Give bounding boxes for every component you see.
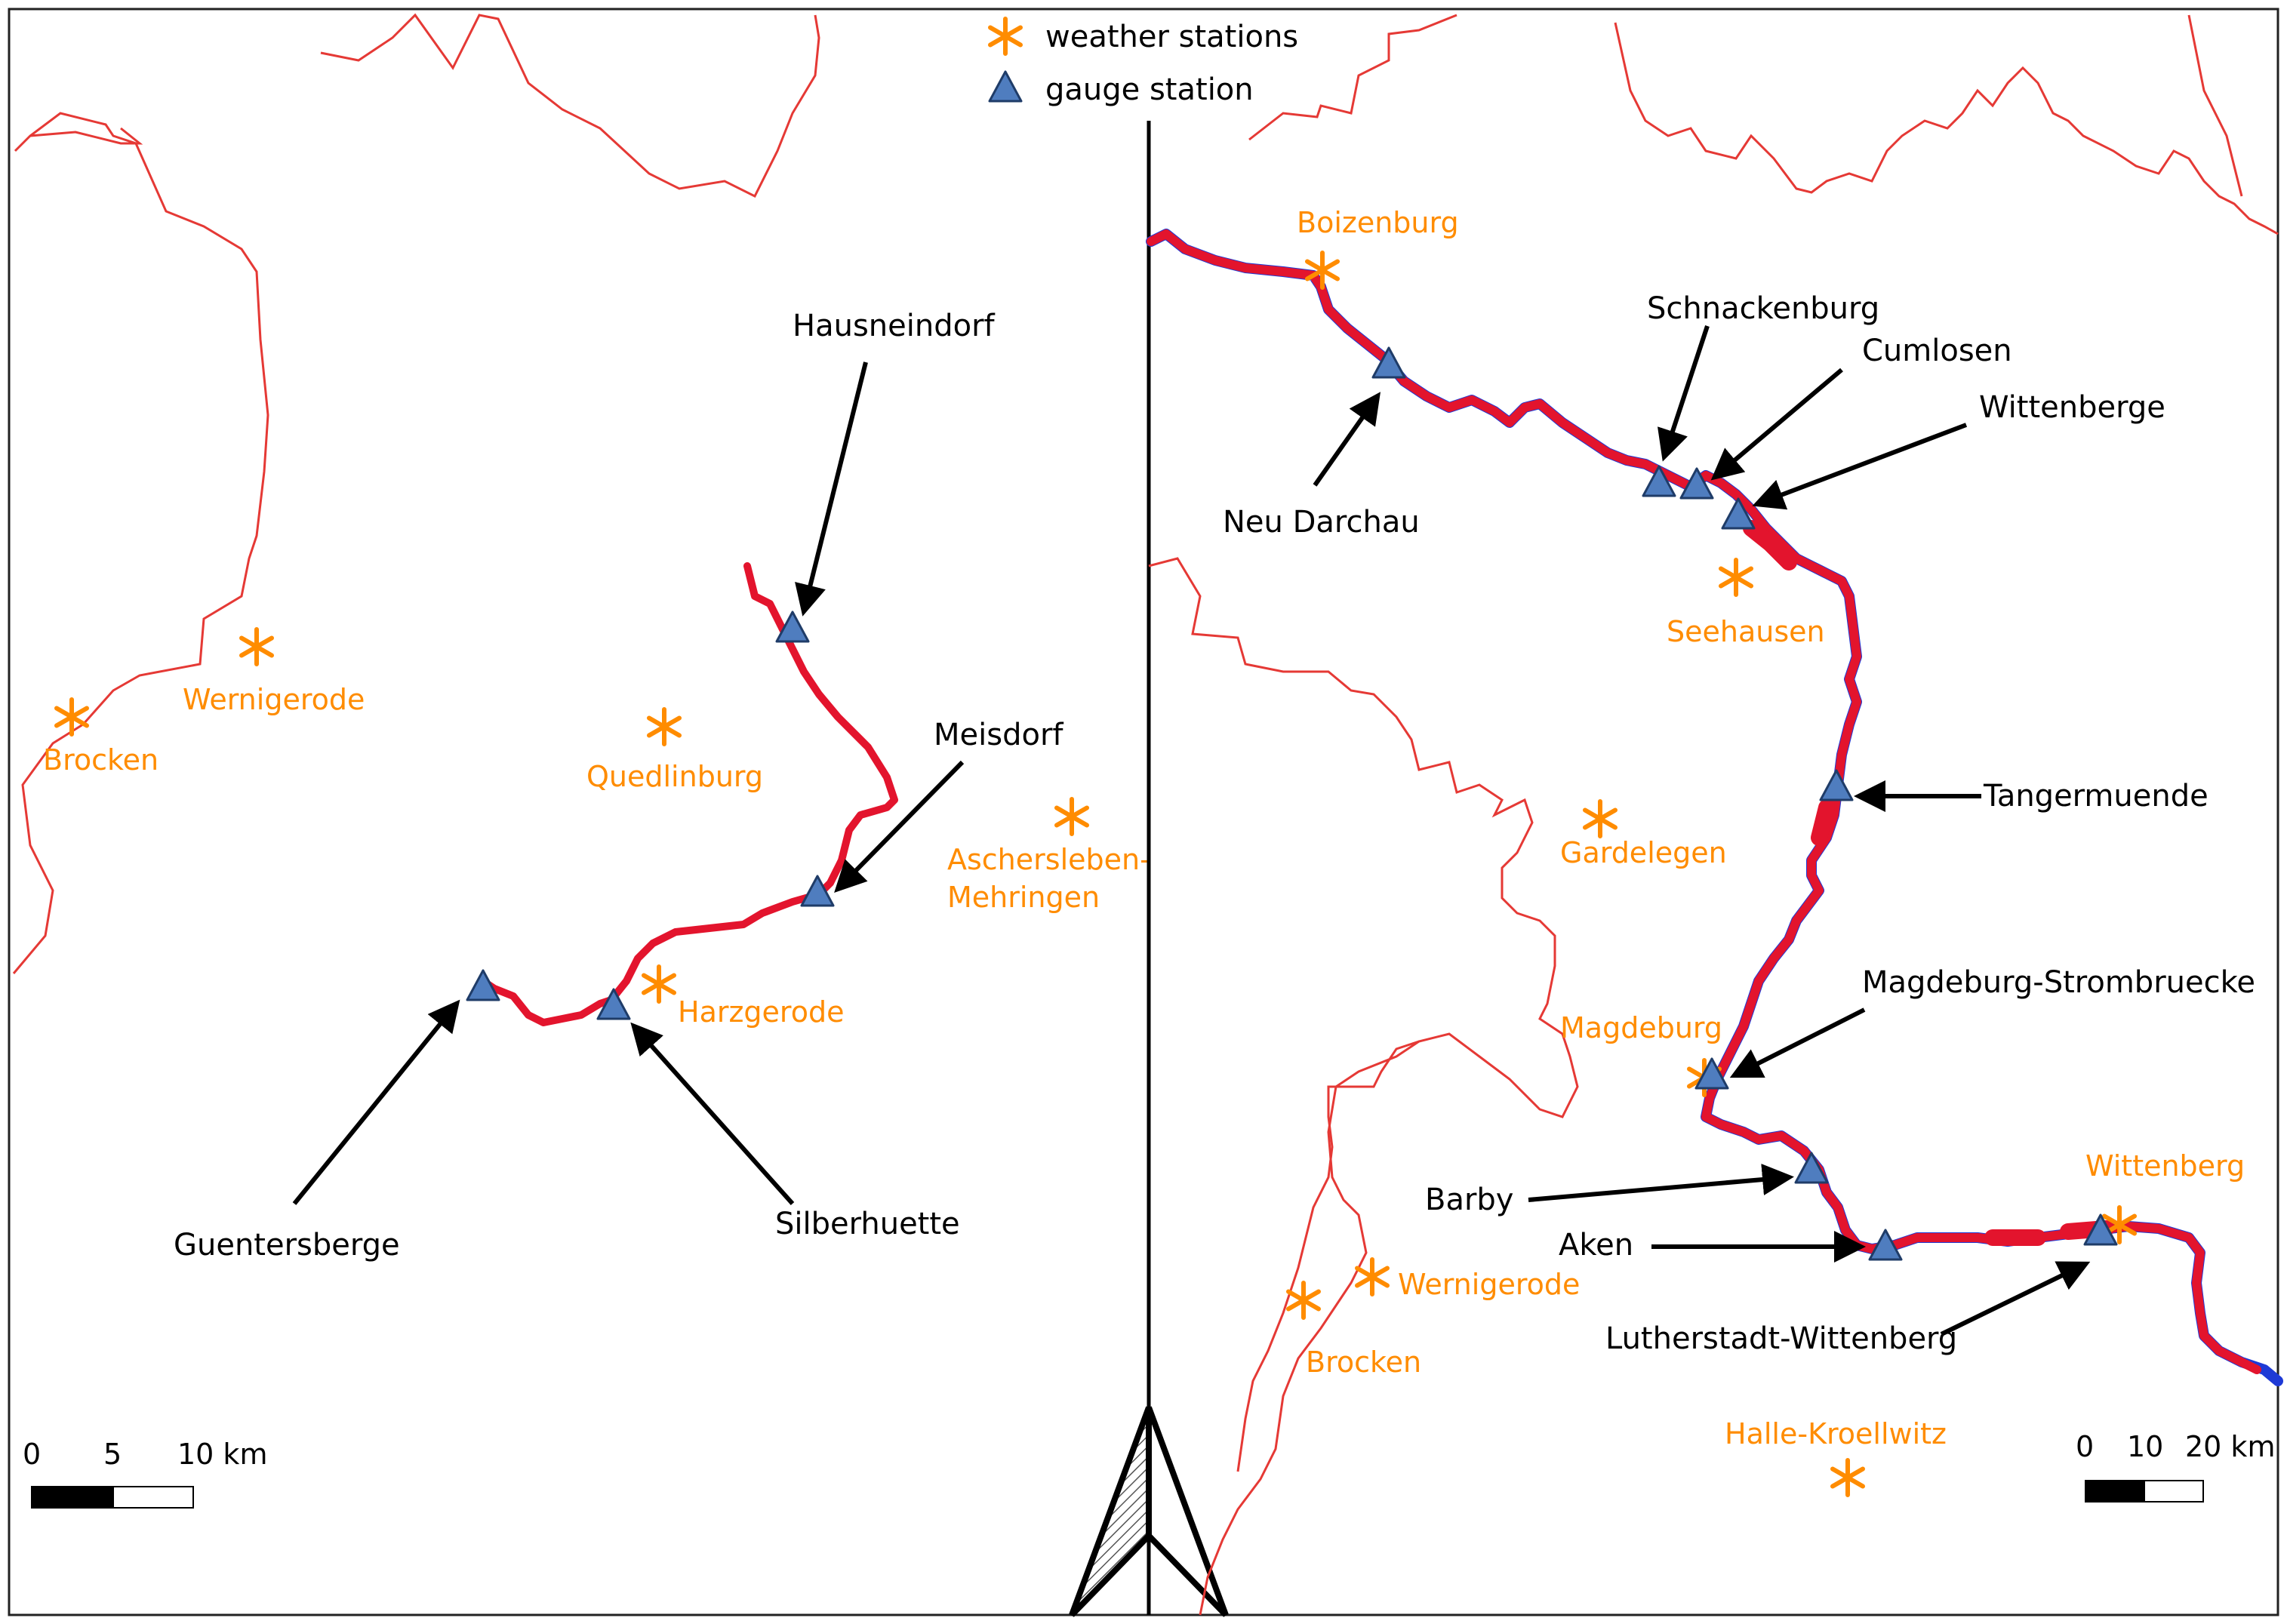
scale-tick-0: 0 — [23, 1438, 41, 1471]
gauge-label-lutherstadt-wittenberg: Lutherstadt-Wittenberg — [1605, 1321, 1957, 1356]
river-selke — [479, 562, 898, 1026]
gauge-label-schnackenburg: Schnackenburg — [1647, 291, 1879, 326]
weather-station — [1833, 1460, 1863, 1495]
station-label-wittenberg: Wittenberg — [2085, 1149, 2245, 1183]
station-label-seehausen: Seehausen — [1667, 615, 1825, 648]
gauge-label-tangermuende: Tangermuende — [1983, 779, 2209, 814]
gauge-label-aken: Aken — [1559, 1228, 1633, 1263]
north-arrow-icon — [1069, 1406, 1229, 1617]
weather-station — [57, 700, 87, 734]
gauge-label-wittenberge: Wittenberge — [1979, 390, 2165, 425]
legend-gauge-label: gauge station — [1045, 72, 1254, 107]
legend-weather-symbol — [990, 19, 1020, 54]
scale-tick-0: 0 — [2076, 1430, 2094, 1463]
callout-arrow — [1940, 1261, 2091, 1336]
scale-tick-5: 5 — [103, 1438, 122, 1471]
scale-tick-10: 10 km — [177, 1438, 267, 1471]
station-label-boizenburg: Boizenburg — [1297, 206, 1459, 239]
legend: weather stations gauge station — [990, 19, 1298, 107]
station-label-quedlinburg: Quedlinburg — [586, 760, 763, 793]
weather-station — [1357, 1260, 1387, 1294]
weather-station — [1057, 799, 1087, 834]
callout-arrow — [1658, 325, 1710, 462]
legend-weather-label: weather stations — [1045, 20, 1298, 54]
station-label-aschersleben: Aschersleben- — [947, 843, 1150, 876]
callout-arrow — [630, 1022, 795, 1205]
admin-border — [320, 13, 820, 198]
map-frame — [8, 8, 2279, 1616]
callout-arrow — [1710, 368, 1843, 481]
gauge-label-neu-darchau: Neu Darchau — [1223, 505, 1420, 540]
admin-border — [1236, 1040, 1420, 1472]
station-label-harzgerode: Harzgerode — [678, 995, 844, 1029]
station-label-mehringen: Mehringen — [947, 881, 1100, 914]
admin-border — [1248, 14, 2279, 235]
gauge-label-magdeburg-strombruecke: Magdeburg-Strombruecke — [1862, 965, 2255, 1000]
weather-station — [1585, 801, 1615, 836]
weather-station — [1721, 560, 1751, 595]
callout-arrow — [292, 999, 460, 1205]
callout-arrow — [834, 760, 965, 893]
legend-gauge-symbol — [988, 70, 1023, 103]
callout-arrow — [795, 361, 868, 617]
station-label-halle-kroellwitz: Halle-Kroellwitz — [1725, 1417, 1947, 1450]
callout-arrow — [1752, 423, 1968, 510]
station-label-wernigerode: Wernigerode — [183, 683, 365, 716]
admin-border — [12, 112, 269, 974]
gauge-station — [1819, 769, 1854, 801]
gauge-label-hausneindorf: Hausneindorf — [793, 309, 996, 343]
admin-border — [29, 127, 143, 145]
scale-tick-20: 20 km — [2185, 1430, 2275, 1463]
scale-bar: 0 5 10 km — [23, 1438, 267, 1509]
gauge-label-guentersberge: Guentersberge — [174, 1228, 400, 1263]
scale-bar: 0 10 20 km — [2076, 1430, 2275, 1503]
gauge-label-silberhuette: Silberhuette — [775, 1207, 960, 1241]
station-label-wernigerode-r: Wernigerode — [1398, 1268, 1580, 1301]
weather-station — [1288, 1283, 1319, 1318]
gauge-label-barby: Barby — [1425, 1183, 1513, 1217]
station-label-gardelegen: Gardelegen — [1560, 836, 1727, 869]
weather-station — [649, 709, 679, 744]
callout-arrow — [1528, 1164, 1794, 1202]
weather-station — [644, 967, 674, 1001]
callout-arrow — [1729, 1007, 1866, 1078]
station-label-brocken: Brocken — [43, 743, 159, 777]
callout-arrow — [1313, 392, 1381, 487]
admin-border — [1148, 557, 1579, 1616]
scale-tick-10: 10 — [2127, 1430, 2163, 1463]
station-label-brocken-r: Brocken — [1306, 1346, 1421, 1379]
left-panel: Brocken Wernigerode Quedlinburg Aschersl… — [12, 13, 1150, 1509]
gauge-label-cumlosen: Cumlosen — [1862, 334, 2012, 368]
gauge-label-meisdorf: Meisdorf — [934, 718, 1063, 752]
right-panel: Boizenburg Seehausen Gardelegen Magdebur… — [1146, 14, 2283, 1616]
station-label-magdeburg: Magdeburg — [1560, 1011, 1722, 1044]
weather-station — [242, 629, 272, 664]
